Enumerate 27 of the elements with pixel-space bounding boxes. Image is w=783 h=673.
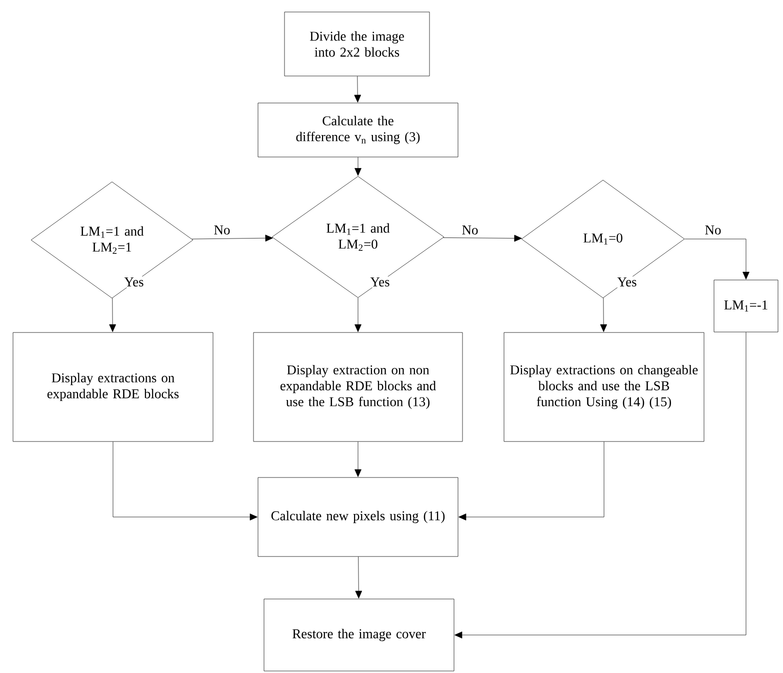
arrow bbox=[354, 298, 362, 332]
edge-label: Yes bbox=[123, 276, 145, 288]
process-box: Display extraction on non expandable RDE blocks and use the LSB function (13) bbox=[253, 332, 463, 442]
arrow bbox=[112, 442, 258, 520]
arrow bbox=[192, 234, 273, 242]
arrow bbox=[109, 298, 116, 332]
edge-label: No bbox=[704, 224, 722, 236]
edge-label: No bbox=[212, 224, 232, 236]
edge-label: Yes bbox=[616, 276, 638, 288]
process-box: Restore the image cover bbox=[264, 598, 454, 672]
process-box: Calculate new pixels using (11) bbox=[258, 477, 458, 557]
arrow bbox=[354, 157, 362, 176]
arrow bbox=[443, 234, 522, 242]
process-box: Divide the image into 2x2 blocks bbox=[284, 12, 430, 76]
arrow bbox=[354, 76, 362, 102]
arrow bbox=[354, 442, 362, 477]
arrow bbox=[454, 332, 746, 638]
process-box: Calculate the difference v$_{n}$ using (3) bbox=[258, 102, 458, 158]
process-box: Display extractions on changeable blocks and use the LSB function Using (14) (15) bbox=[504, 332, 704, 442]
arrow bbox=[600, 298, 608, 332]
arrow bbox=[355, 556, 362, 598]
edge-label: No bbox=[460, 224, 480, 236]
process-box: LM$_{1}$=-1 bbox=[714, 280, 778, 332]
arrow bbox=[684, 238, 750, 280]
edge-label: Yes bbox=[369, 276, 391, 288]
arrow bbox=[458, 442, 604, 520]
process-box: Display extractions on expandable RDE blocks bbox=[12, 332, 214, 442]
